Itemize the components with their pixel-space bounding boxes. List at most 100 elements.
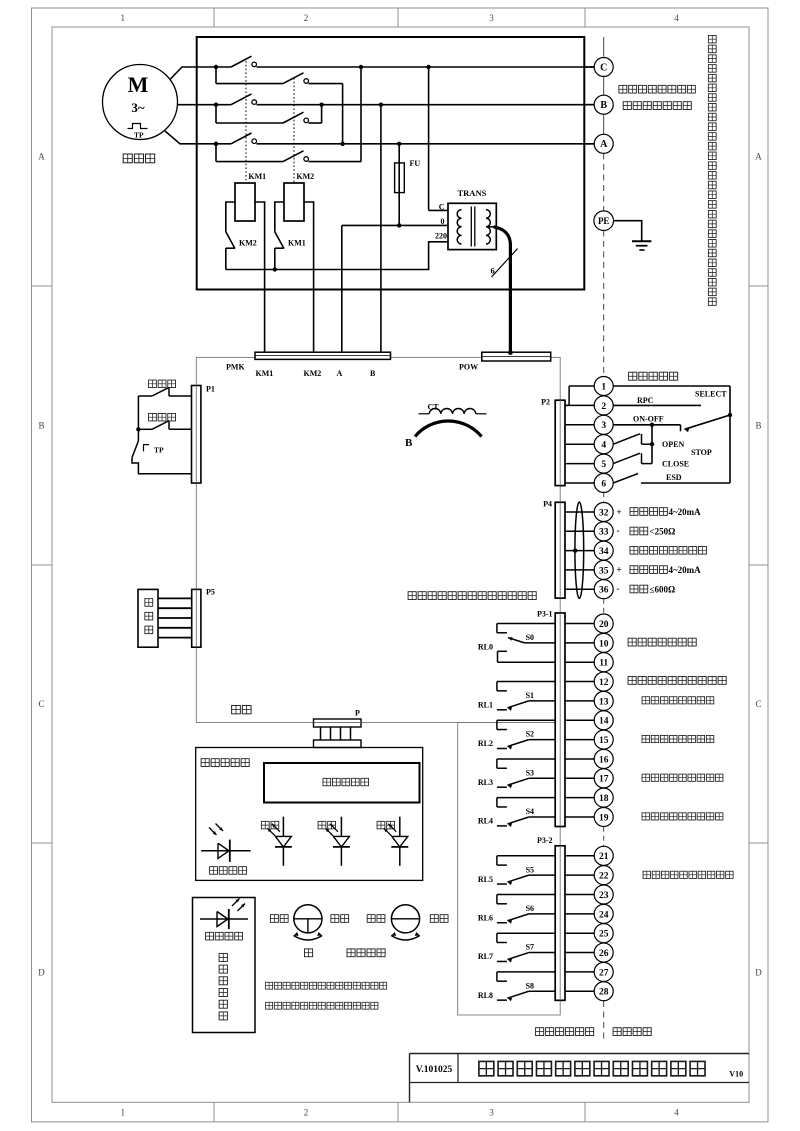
svg-text:S1: S1 [526,691,534,700]
svg-text:CLOSE: CLOSE [662,460,689,469]
svg-text:V.101025: V.101025 [416,1065,453,1075]
svg-text:S2: S2 [526,730,534,739]
svg-text:P3-2: P3-2 [537,836,553,845]
svg-text:17: 17 [599,775,609,785]
svg-text:6: 6 [601,479,606,489]
svg-text:D: D [38,968,45,978]
svg-text:+: + [617,507,622,517]
svg-text:2: 2 [601,402,606,412]
svg-text:S8: S8 [526,981,534,990]
svg-text:P4: P4 [543,500,552,509]
svg-text:15: 15 [599,736,609,746]
svg-text:A: A [337,369,343,378]
svg-text:12: 12 [599,678,609,688]
svg-text:STOP: STOP [691,448,712,457]
svg-text:C: C [38,699,44,709]
svg-text:21: 21 [599,852,609,862]
svg-text:RL7: RL7 [478,952,493,961]
svg-text:220: 220 [435,232,447,241]
svg-text:35: 35 [599,566,609,576]
svg-text:P3-1: P3-1 [537,610,553,619]
svg-text:RPC: RPC [637,396,654,405]
svg-text:36: 36 [599,586,609,596]
svg-text:26: 26 [599,949,609,959]
svg-text:5: 5 [601,460,606,470]
svg-text:+: + [617,565,622,575]
svg-text:20: 20 [599,620,609,630]
svg-text:S0: S0 [526,633,534,642]
svg-text:23: 23 [599,891,609,901]
svg-text:3: 3 [489,1108,494,1118]
svg-text:KM2: KM2 [239,239,257,248]
svg-text:3: 3 [601,421,606,431]
svg-text:RL0: RL0 [478,642,493,651]
svg-text:M: M [128,72,149,97]
svg-text:2: 2 [304,1108,309,1118]
svg-text:TP: TP [154,445,164,454]
svg-text:S7: S7 [526,943,534,952]
svg-text:B: B [370,369,376,378]
svg-text:POW: POW [459,363,478,372]
svg-text:4~20mA: 4~20mA [669,507,702,517]
svg-text:P2: P2 [541,398,550,407]
svg-text:2: 2 [304,13,309,23]
svg-text:B: B [755,421,761,431]
svg-text:1: 1 [121,1108,126,1118]
svg-text:RL6: RL6 [478,913,493,922]
svg-text:RL8: RL8 [478,991,493,1000]
svg-text:22: 22 [599,872,609,882]
svg-text:RL5: RL5 [478,875,493,884]
svg-text:KM1: KM1 [288,239,306,248]
svg-text:32: 32 [599,508,609,518]
svg-text:C: C [755,699,761,709]
svg-text:P1: P1 [206,385,215,394]
svg-text:D: D [755,968,762,978]
svg-text:4: 4 [601,441,606,451]
svg-text:4~20mA: 4~20mA [669,565,702,575]
svg-text:ON-OFF: ON-OFF [633,414,664,423]
svg-text:FU: FU [410,159,421,168]
svg-text:SELECT: SELECT [695,389,727,398]
svg-text:B: B [600,100,607,111]
svg-text:25: 25 [599,930,609,940]
svg-text:P: P [355,709,360,718]
svg-text:≤600Ω: ≤600Ω [650,585,676,595]
svg-text:P5: P5 [206,588,215,597]
svg-text:34: 34 [599,547,609,557]
svg-text:4: 4 [674,13,679,23]
svg-text:13: 13 [599,697,609,707]
svg-text:KM1: KM1 [256,369,274,378]
svg-text:TRANS: TRANS [458,188,487,198]
svg-text:S5: S5 [526,865,534,874]
svg-text:33: 33 [599,528,609,538]
svg-text:A: A [755,152,762,162]
svg-text:27: 27 [599,968,609,978]
svg-text:28: 28 [599,988,609,998]
svg-text:24: 24 [599,910,609,920]
svg-text:ESD: ESD [666,473,682,482]
svg-text:1: 1 [601,382,606,392]
svg-text:6: 6 [491,266,495,276]
svg-text:18: 18 [599,794,609,804]
svg-text:3: 3 [489,13,494,23]
svg-text:S4: S4 [526,807,534,816]
svg-text:TP: TP [134,131,144,140]
svg-text:RL2: RL2 [478,739,493,748]
svg-text:PE: PE [598,216,610,226]
svg-text:S6: S6 [526,904,534,913]
svg-text:A: A [600,139,608,150]
svg-text:11: 11 [599,659,608,669]
svg-text:-: - [617,584,620,594]
svg-text:A: A [38,152,45,162]
svg-text:OPEN: OPEN [662,440,684,449]
svg-text:RL1: RL1 [478,701,493,710]
svg-text:B: B [38,421,44,431]
svg-text:RL3: RL3 [478,778,493,787]
svg-text:B: B [405,437,413,449]
svg-text:PMK: PMK [226,362,245,371]
svg-text:RL4: RL4 [478,817,493,826]
svg-text:KM2: KM2 [296,172,314,181]
svg-text:CT: CT [428,403,440,412]
svg-text:19: 19 [599,813,609,823]
svg-text:S3: S3 [526,768,534,777]
